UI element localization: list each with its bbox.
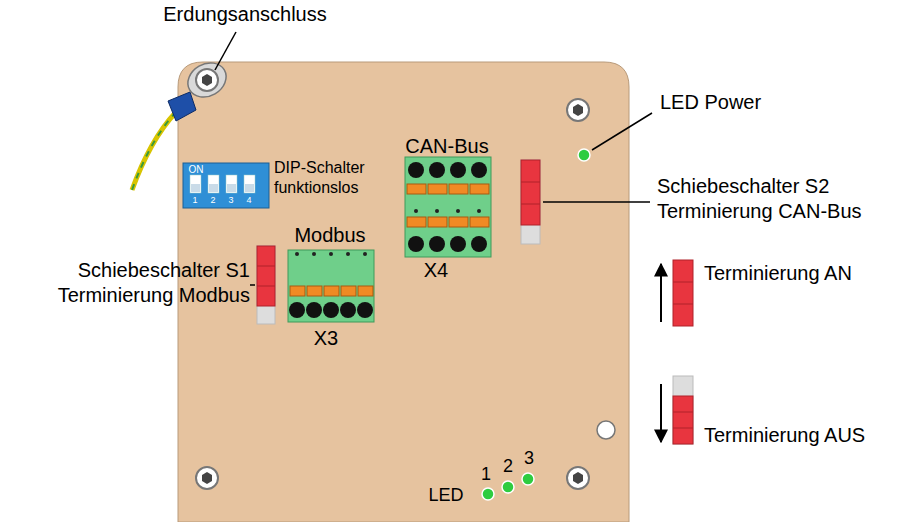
crimp-sleeve (168, 92, 196, 121)
switch-marking: ON (189, 164, 204, 177)
switch-number: 4 (246, 195, 251, 206)
ground-wire-stripe (132, 112, 176, 190)
legend-label: Terminierung AN (704, 261, 852, 286)
connector-name: Modbus (294, 223, 365, 248)
ring-terminal (182, 56, 233, 104)
switch-number: 2 (210, 195, 215, 206)
connector-id: X3 (314, 326, 338, 351)
connector-name: CAN-Bus (405, 134, 488, 159)
terminal-block-x3 (288, 250, 374, 322)
connector-id: X4 (424, 258, 448, 283)
switch-number: 1 (192, 195, 197, 206)
switch-legend-off (661, 376, 693, 444)
ground-wire (132, 112, 176, 190)
legend-label: Terminierung AUS (704, 423, 865, 448)
slide-switch-s1 (257, 246, 275, 324)
screws (196, 69, 589, 489)
dip-slots (190, 175, 255, 193)
part-note: DIP-Schalter funktionslos (274, 158, 384, 198)
board-hole (597, 421, 615, 439)
leader-lines (215, 32, 652, 285)
screw-heads (202, 74, 583, 484)
led-number: 1 (481, 463, 491, 486)
slide-switch-s2 (521, 160, 540, 244)
callout-label: Schiebeschalter S1 Terminierung Modbus (40, 258, 250, 308)
dip-levers (191, 184, 254, 192)
terminal-block-x4 (405, 157, 491, 257)
part-label: Erdungsanschluss (163, 2, 326, 27)
led-number: 3 (524, 447, 534, 470)
callout-label: Schiebeschalter S2 Terminierung CAN-Bus (657, 174, 877, 224)
led-number: 2 (503, 455, 513, 478)
switch-legend-on (661, 260, 693, 326)
led-label: LED (428, 484, 463, 507)
switch-number: 3 (228, 195, 233, 206)
callout-label: LED Power (660, 90, 761, 115)
dip-switch (183, 163, 269, 208)
